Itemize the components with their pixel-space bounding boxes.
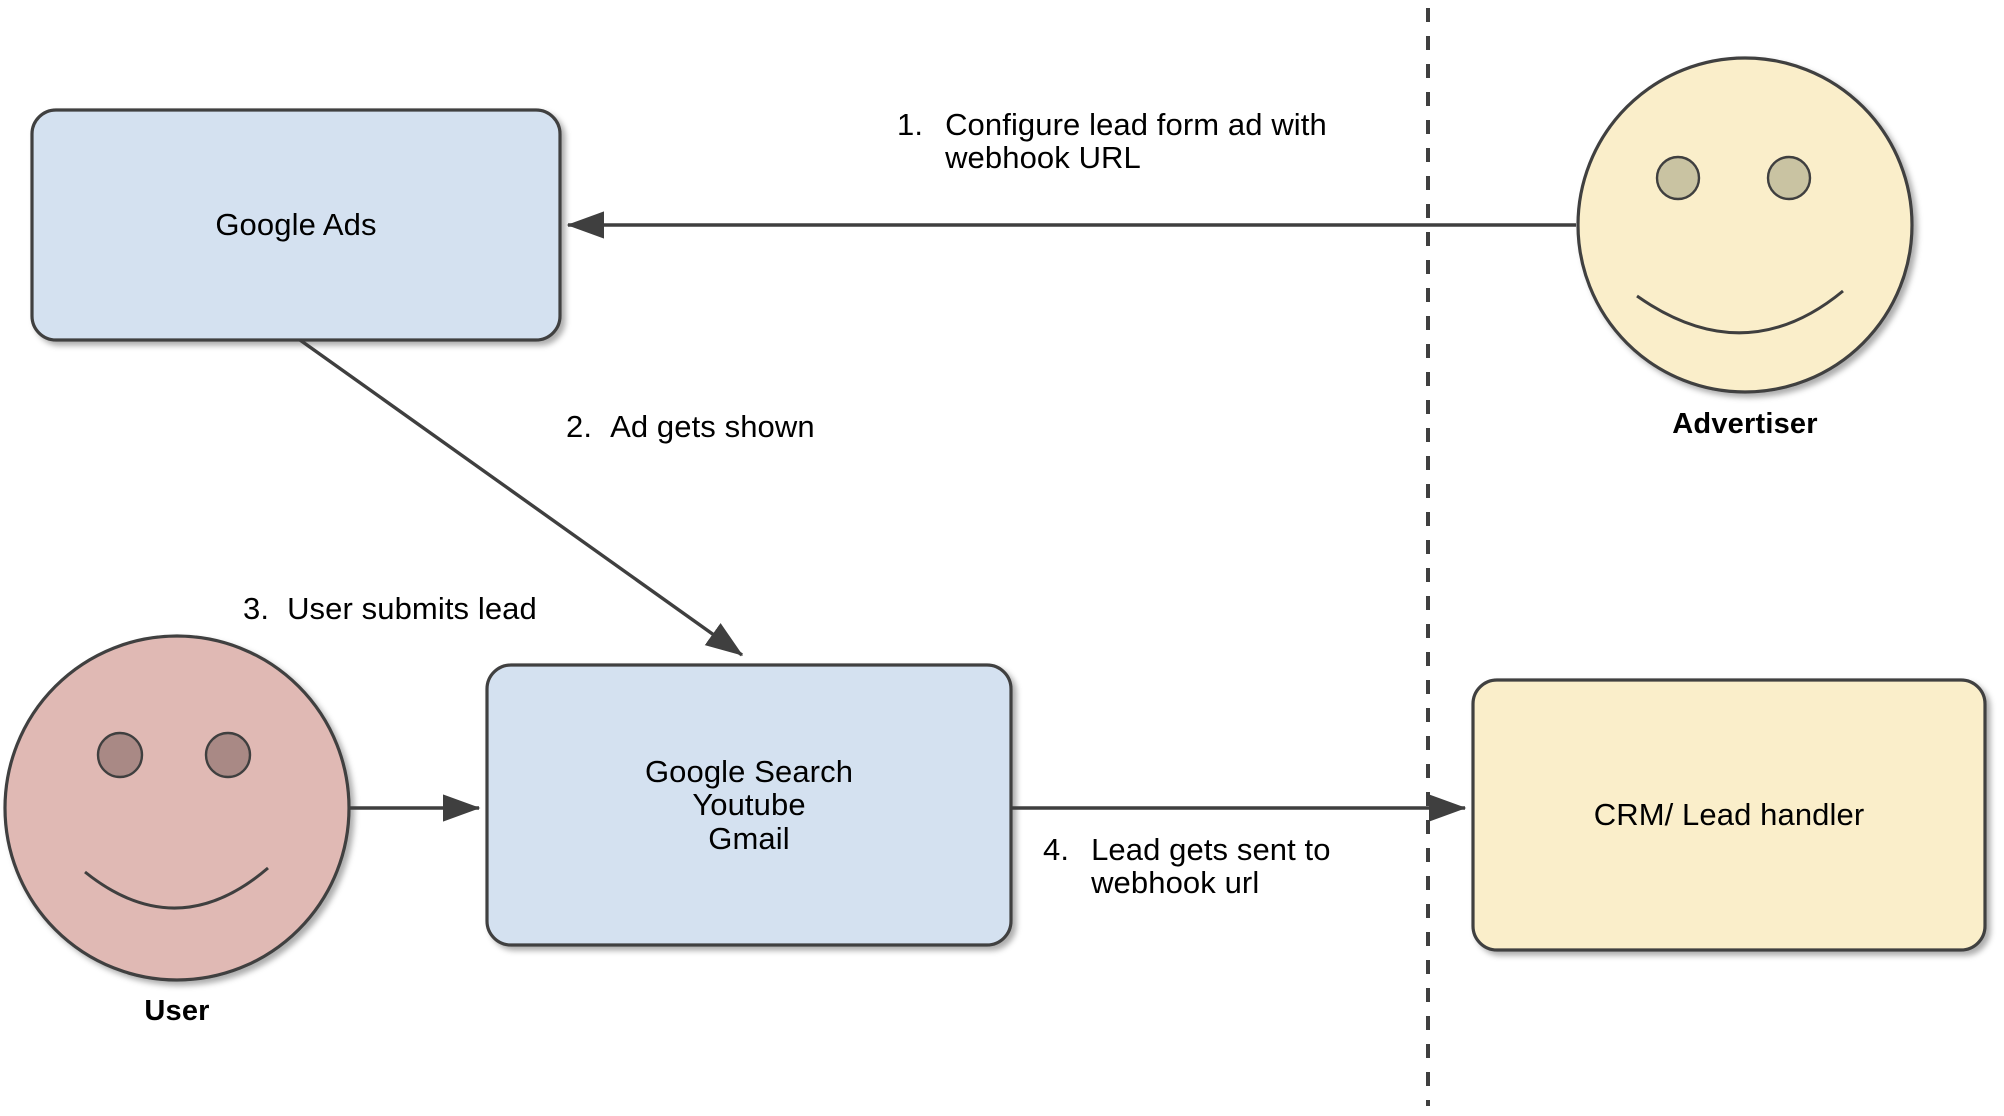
- edge-label-3-number: 3.: [243, 591, 270, 626]
- edge-label-2: 2. Ad gets shown: [566, 409, 986, 444]
- edge-label-4: 4. Lead gets sent to webhook url: [1043, 833, 1463, 900]
- advertiser-face-icon: [1576, 56, 1914, 394]
- edge-label-2-number: 2.: [566, 409, 593, 444]
- edge-label-4-text: Lead gets sent to webhook url: [1091, 832, 1331, 901]
- edge-label-1: 1. Configure lead form ad with webhook U…: [897, 108, 1417, 175]
- edge-label-4-number: 4.: [1043, 832, 1070, 867]
- edge-label-3: 3. User submits lead: [243, 591, 663, 626]
- user-left-eye-icon: [96, 731, 144, 779]
- node-user[interactable]: [3, 634, 351, 982]
- edge-google-ads-to-surfaces[interactable]: [299, 338, 744, 657]
- edge-label-1-number: 1.: [897, 107, 924, 142]
- advertiser-right-eye-icon: [1766, 155, 1812, 201]
- user-right-eye-icon: [204, 731, 252, 779]
- advertiser-smile-icon: [1636, 289, 1844, 335]
- user-smile-icon: [84, 866, 269, 910]
- node-advertiser[interactable]: [1576, 56, 1914, 394]
- node-google-surfaces[interactable]: [485, 663, 1013, 947]
- advertiser-left-eye-icon: [1655, 155, 1701, 201]
- edge-label-2-text: Ad gets shown: [610, 409, 815, 444]
- node-crm-lead-handler[interactable]: [1471, 678, 1987, 952]
- node-advertiser-caption: Advertiser: [1672, 408, 1818, 440]
- user-face-icon: [3, 634, 351, 982]
- edge-label-1-text: Configure lead form ad with webhook URL: [945, 107, 1327, 176]
- node-user-caption: User: [144, 995, 210, 1027]
- edge-label-3-text: User submits lead: [287, 591, 537, 626]
- node-google-ads[interactable]: [30, 108, 562, 342]
